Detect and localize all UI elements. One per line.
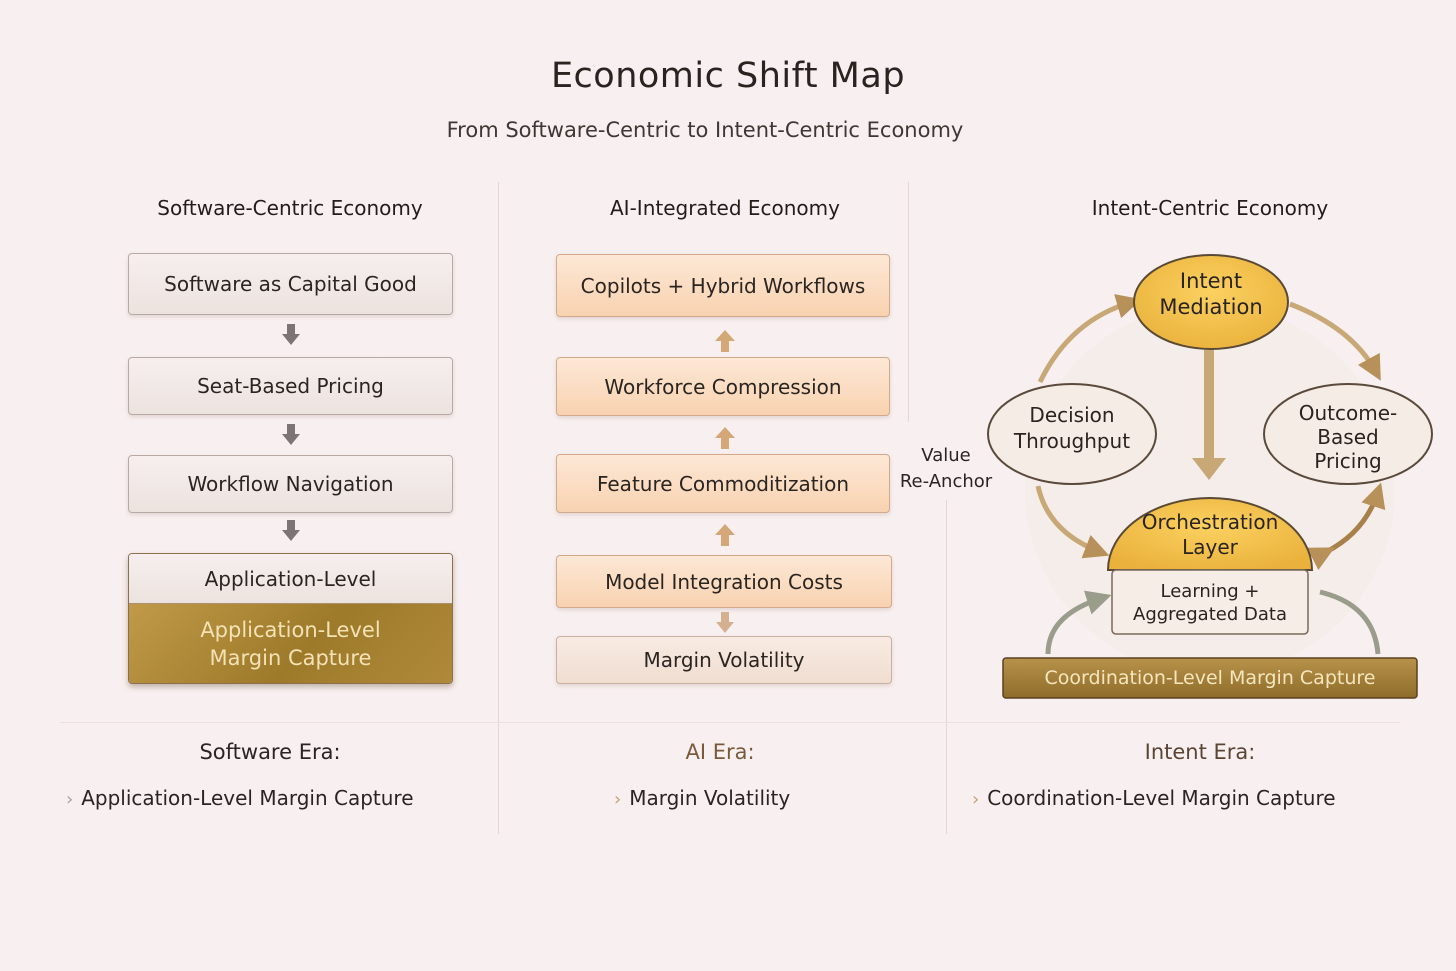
column-divider (946, 500, 947, 834)
ai-box: Feature Commoditization (556, 454, 890, 513)
software-column-heading: Software-Centric Economy (157, 196, 423, 220)
chevron-right-icon: › (614, 789, 622, 810)
page-title: Economic Shift Map (550, 56, 906, 96)
software-box: Application-Level (129, 554, 452, 604)
orchestration-layer-label: Orchestration (1142, 510, 1279, 534)
arrow-head-icon (1192, 458, 1226, 480)
intent-mediation-node (1133, 254, 1289, 350)
learning-data-label: Aggregated Data (1133, 604, 1287, 625)
chevron-right-icon: › (66, 789, 74, 810)
coordination-margin-bar (1002, 657, 1418, 699)
outcome-pricing-label: Outcome- (1299, 401, 1398, 425)
value-reanchor-label: Value Re-Anchor (899, 445, 993, 492)
intent-column-heading: Intent-Centric Economy (1091, 196, 1329, 220)
arrow-up-icon (715, 524, 735, 546)
orchestration-layer-node (1106, 497, 1314, 571)
intent-mediation-label: Mediation (1159, 295, 1262, 319)
arrow-down-icon (716, 612, 734, 633)
software-box: Workflow Navigation (128, 455, 453, 513)
arrow-decision-to-intent (1037, 294, 1142, 384)
orchestration-layer-label: Layer (1182, 535, 1239, 559)
margin-capture-box: Application-Level Margin Capture (129, 604, 452, 683)
software-box: Software as Capital Good (128, 253, 453, 315)
outcome-pricing-node (1263, 383, 1433, 485)
arrow-decision-to-orchestration (1035, 485, 1110, 559)
arrow-up-icon (715, 427, 735, 449)
intent-era-bullet: ›Coordination-Level Margin Capture (972, 786, 1336, 810)
ai-box: Copilots + Hybrid Workflows (556, 254, 890, 317)
software-box: Seat-Based Pricing (128, 357, 453, 415)
learning-data-label: Learning + (1161, 581, 1260, 602)
column-divider (498, 182, 499, 834)
decision-throughput-label: Throughput (1013, 429, 1130, 453)
decision-throughput-node (987, 383, 1157, 485)
ai-box: Model Integration Costs (556, 555, 892, 608)
outcome-pricing-label: Pricing (1314, 449, 1381, 473)
arrow-intent-to-orchestration (1204, 350, 1214, 460)
chevron-right-icon: › (972, 789, 980, 810)
coordination-margin-label: Coordination-Level Margin Capture (1045, 667, 1376, 689)
intent-mediation-label: Intent (1180, 269, 1242, 293)
application-level-stack: Application-Level Application-Level Marg… (128, 553, 453, 684)
arrow-down-icon (282, 424, 300, 445)
learning-data-box (1111, 569, 1309, 635)
outcome-pricing-label: Based (1317, 425, 1378, 449)
arrow-base-to-learning (1045, 590, 1112, 655)
arrow-up-icon (715, 330, 735, 352)
ai-era-label: AI Era: (685, 740, 755, 764)
ai-box: Margin Volatility (556, 636, 892, 684)
decision-throughput-label: Decision (1029, 403, 1114, 427)
arrow-intent-to-outcome (1289, 301, 1381, 381)
arrow-orchestration-outcome (1306, 482, 1386, 570)
arrow-down-icon (282, 324, 300, 345)
ai-column-heading: AI-Integrated Economy (610, 196, 840, 220)
ai-era-bullet: ›Margin Volatility (614, 786, 791, 810)
intent-era-label: Intent Era: (1144, 740, 1256, 764)
intent-cycle-diagram: Intent Mediation Decision Throughput Out… (987, 254, 1433, 699)
row-divider (60, 722, 1400, 723)
arrow-down-icon (282, 520, 300, 541)
software-era-bullet: ›Application-Level Margin Capture (66, 786, 414, 810)
ai-box: Workforce Compression (556, 357, 890, 416)
software-era-label: Software Era: (199, 740, 341, 764)
arrow-learning-to-base (1319, 589, 1381, 655)
page-subtitle: From Software-Centric to Intent-Centric … (446, 118, 964, 142)
column-divider (908, 182, 909, 422)
